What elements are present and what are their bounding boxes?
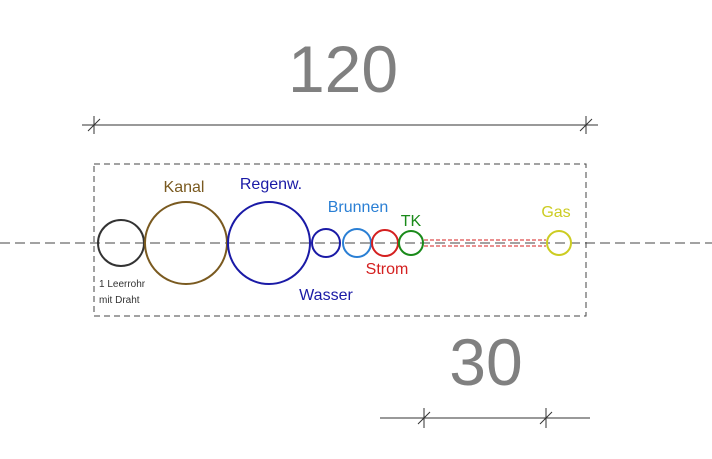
trench-outline — [93, 163, 587, 317]
dimension-line-bottom — [380, 408, 590, 428]
pipe-regenw — [227, 201, 311, 285]
note-line-1: 1 Leerrohr — [99, 279, 146, 290]
label-gas: Gas — [541, 204, 570, 221]
dimension-line-top — [82, 116, 598, 134]
note-line-2: mit Draht — [99, 295, 140, 306]
dimension-bottom-value: 30 — [449, 325, 522, 399]
dimension-top-value: 120 — [288, 32, 398, 106]
label-tk: TK — [401, 213, 422, 230]
pipe-tk — [398, 230, 424, 256]
gas-connection-line — [424, 239, 546, 247]
pipe-wasser — [311, 228, 341, 258]
label-strom: Strom — [366, 261, 409, 278]
label-regenw: Regenw. — [240, 176, 302, 193]
label-kanal: Kanal — [164, 179, 205, 196]
pipe-gas — [546, 230, 572, 256]
label-brunnen: Brunnen — [328, 199, 389, 216]
label-wasser: Wasser — [299, 287, 353, 304]
